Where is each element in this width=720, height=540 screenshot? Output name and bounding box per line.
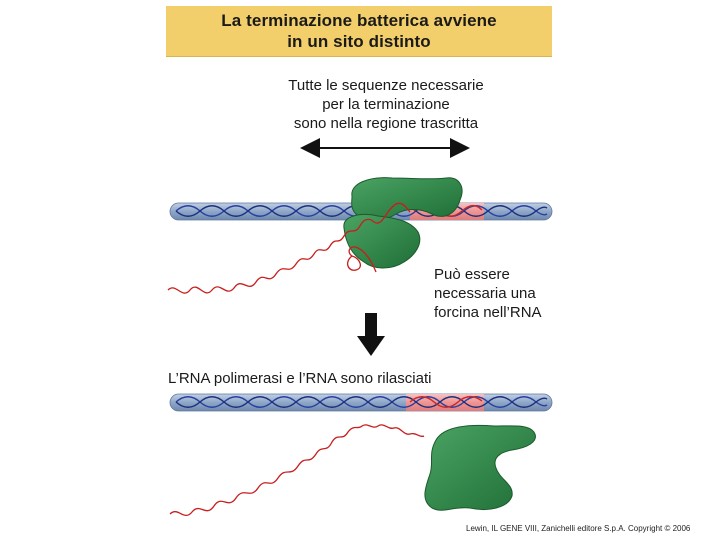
hairpin-note-line-1: Può essere [434, 266, 510, 283]
dna-lower [169, 393, 553, 412]
rna-polymerase-upper [343, 177, 463, 269]
required-sequences-note: Tutte le sequenze necessarie per la term… [262, 76, 510, 133]
release-note: L’RNA polimerasi e l’RNA sono rilasciati [168, 370, 432, 387]
rna-hairpin [346, 246, 377, 273]
title-line-1: La terminazione batterica avviene [221, 11, 497, 30]
required-sequences-line-2: per la terminazione [322, 96, 450, 113]
released-rna [169, 424, 425, 517]
copyright-credit: Lewin, IL GENE VIII, Zanichelli editore … [466, 524, 691, 533]
rna-polymerase-released [424, 424, 536, 511]
title-line-2: in un sito distinto [287, 32, 431, 51]
hairpin-note-line-3: forcina nell’RNA [434, 304, 542, 321]
required-sequences-line-1: Tutte le sequenze necessarie [288, 77, 484, 94]
hairpin-note-line-2: necessaria una [434, 285, 536, 302]
title-box: La terminazione batterica avviene in un … [166, 6, 552, 57]
rna-transcript-upper [167, 202, 411, 294]
hairpin-note: Può essere necessaria una forcina nell’R… [434, 265, 574, 322]
down-arrow-icon [357, 313, 385, 356]
required-sequences-line-3: sono nella regione trascritta [293, 115, 479, 132]
